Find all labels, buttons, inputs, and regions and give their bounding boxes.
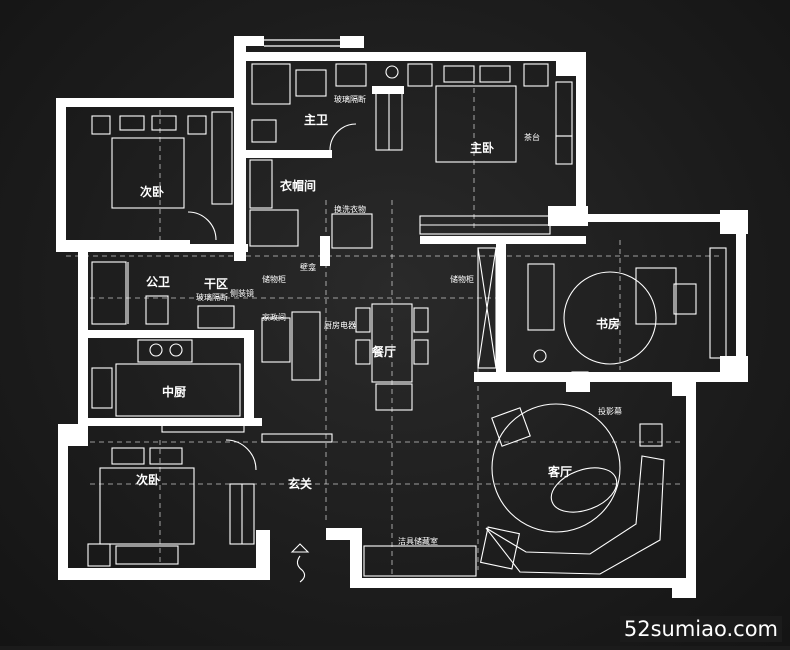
label-bedroom-top: 次卧 (140, 184, 164, 199)
label-dry-zone: 干区 (204, 277, 228, 291)
label-master-bedroom: 主卧 (470, 140, 494, 155)
label-study: 书房 (596, 316, 620, 331)
note-storage-1: 储物柜 (262, 274, 286, 284)
label-kitchen: 中厨 (162, 384, 186, 399)
note-glass-partition-1: 玻璃隔断 (334, 94, 366, 104)
note-kitchen-appliance: 厨房电器 (324, 320, 356, 330)
label-public-bath: 公卫 (146, 275, 170, 289)
label-bedroom-bottom: 次卧 (136, 472, 160, 487)
label-walk-in-closet: 衣帽间 (280, 178, 316, 193)
note-tea-table: 茶台 (524, 132, 540, 142)
watermark: 52sumiao.com (620, 616, 782, 642)
note-appliance-room: 家政间 (262, 312, 286, 322)
label-dining: 餐厅 (372, 344, 396, 359)
label-master-bath: 主卫 (304, 112, 328, 127)
note-storage-2: 储物柜 (450, 274, 474, 284)
furniture (88, 64, 726, 582)
note-glass-partition-2: 玻璃隔断 (196, 292, 228, 302)
label-living: 客厅 (547, 464, 572, 479)
label-entrance: 玄关 (288, 476, 312, 491)
note-kitchenware-room: 洁具储藏室 (398, 536, 438, 546)
note-laundry: 换洗衣物 (334, 204, 366, 214)
axis-lines (66, 70, 720, 580)
note-niche: 壁龛 (300, 262, 316, 272)
note-side-mirror: 侧装镜 (230, 288, 254, 298)
note-projector-screen: 投影幕 (598, 406, 622, 416)
